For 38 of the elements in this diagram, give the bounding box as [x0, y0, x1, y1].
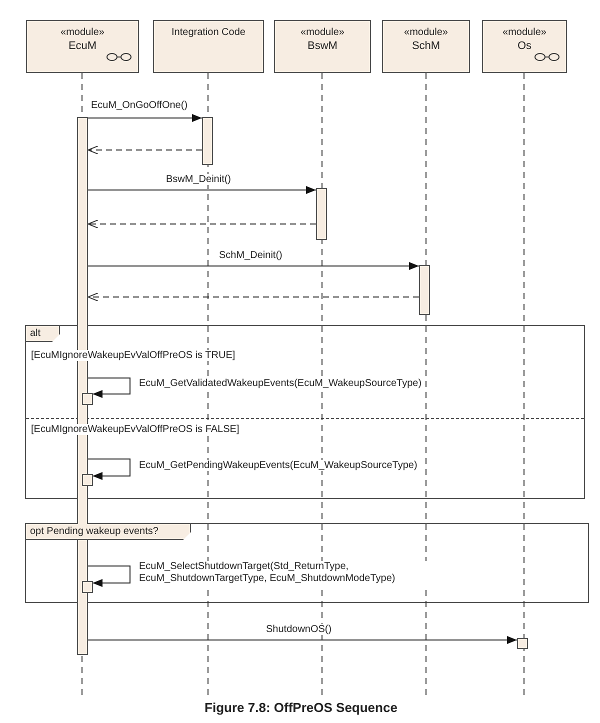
return-arrow [88, 146, 202, 154]
fragment-tab: opt Pending wakeup events? [26, 524, 191, 540]
message-label: SchM_Deinit() [218, 250, 284, 261]
fragment-tab: alt [26, 326, 60, 342]
message-arrow [88, 186, 316, 194]
participant-name: Os [516, 40, 533, 52]
message-label: EcuM_OnGoOffOne() [90, 100, 189, 111]
participant-name: Integration Code [170, 27, 246, 38]
message-label: ShutdownOS() [265, 624, 333, 635]
message-arrow [88, 566, 130, 587]
message-arrow [88, 114, 202, 122]
stereotype-label: «module» [403, 27, 449, 38]
stereotype-label: «module» [60, 27, 106, 38]
message-arrow [88, 262, 420, 270]
message-arrow [88, 458, 130, 480]
stereotype-label: «module» [300, 27, 346, 38]
lifeline-header [482, 20, 567, 73]
guard-condition: [EcuMIgnoreWakeupEvValOffPreOS is FALSE] [30, 424, 240, 435]
lifeline-header [382, 20, 470, 73]
message-arrow [88, 378, 130, 398]
message-arrow [88, 636, 518, 644]
guard-condition: [EcuMIgnoreWakeupEvValOffPreOS is TRUE] [30, 350, 236, 361]
return-arrow [88, 220, 316, 228]
activation-bar [419, 265, 430, 315]
stereotype-label: «module» [502, 27, 548, 38]
activation-bar [202, 117, 213, 165]
message-label: BswM_Deinit() [165, 174, 232, 185]
participant-name: EcuM [67, 40, 98, 52]
lifeline-header [274, 20, 371, 73]
lifeline-header [153, 20, 264, 73]
return-arrow [88, 292, 420, 302]
lifeline-header [26, 20, 139, 73]
activation-bar [316, 188, 327, 240]
message-label: EcuM_GetPendingWakeupEvents(EcuM_WakeupSourceType) [138, 460, 418, 471]
message-label: EcuM_GetValidatedWakeupEvents(EcuM_WakeupSourceType) [138, 378, 423, 389]
participant-name: BswM [306, 40, 338, 52]
participant-name: SchM [410, 40, 442, 52]
activation-box [517, 638, 528, 649]
